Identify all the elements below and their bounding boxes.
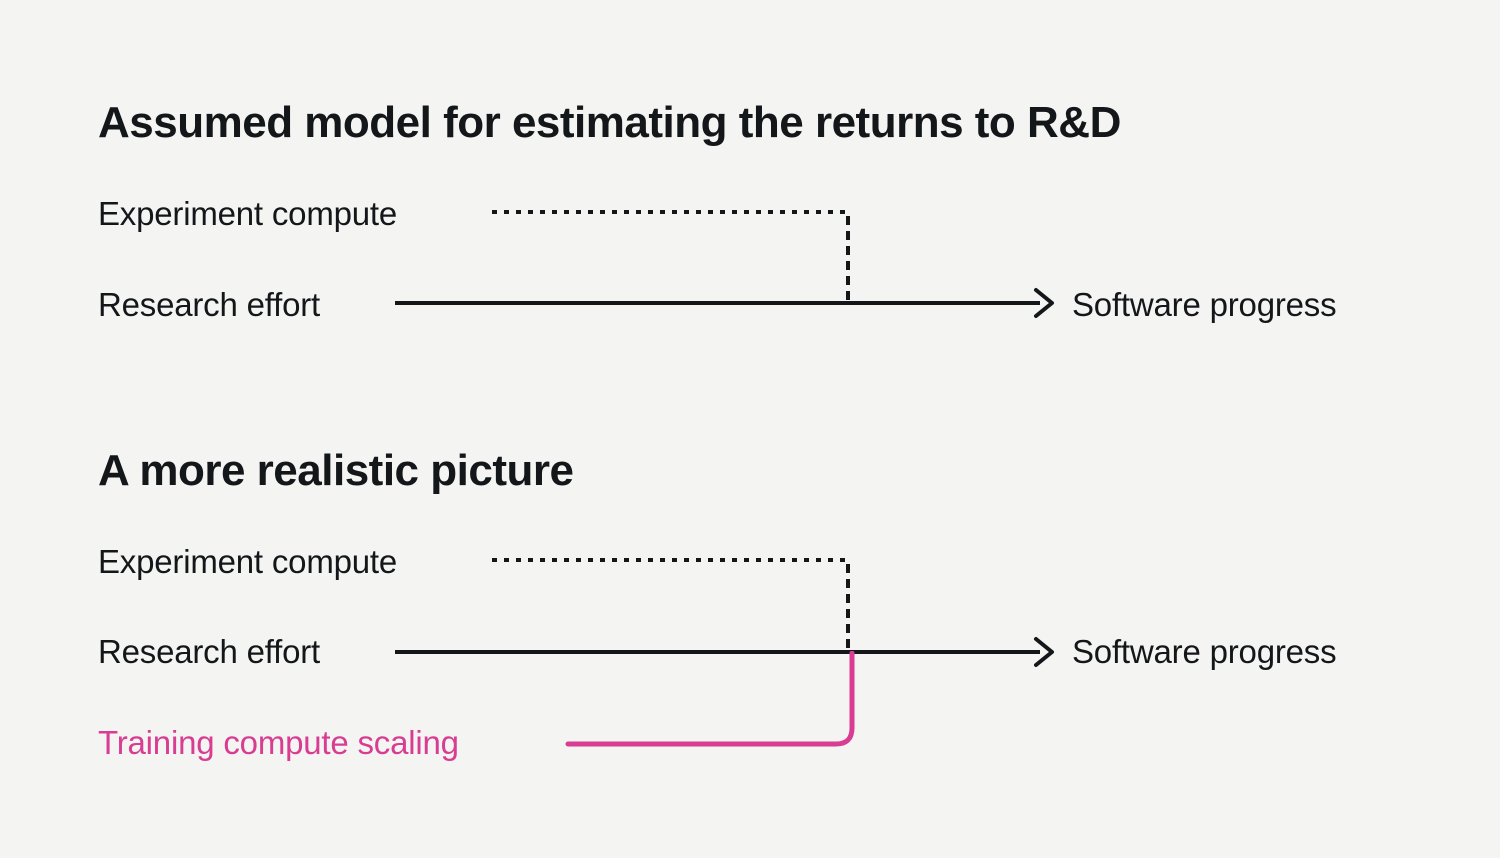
experiment-compute-label: Experiment compute [98,543,398,580]
training-compute-scaling-label: Training compute scaling [98,724,459,761]
research-effort-arrow-line [395,301,1040,305]
experiment-compute-dotted-line [492,558,848,562]
arrowhead-icon [1034,637,1054,667]
experiment-compute-dotted-line [492,210,848,214]
research-effort-arrow-line [395,650,1040,654]
research-effort-label: Research effort [98,286,321,323]
software-progress-label: Software progress [1072,286,1337,323]
section-heading-realistic-picture: A more realistic picture [98,446,574,495]
experiment-compute-label: Experiment compute [98,195,398,232]
experiment-compute-dashed-connector [846,216,850,302]
section-heading-assumed-model: Assumed model for estimating the returns… [98,98,1121,147]
experiment-compute-dashed-connector [846,564,850,650]
software-progress-label: Software progress [1072,633,1337,670]
research-effort-label: Research effort [98,633,321,670]
arrowhead-icon [1034,288,1054,318]
training-compute-elbow-connector [565,651,855,747]
